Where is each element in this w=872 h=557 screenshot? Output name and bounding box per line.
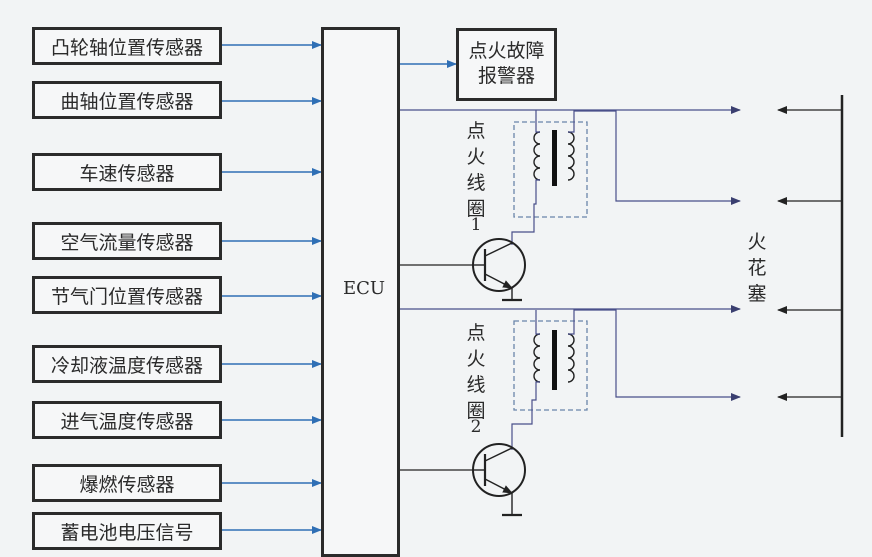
sensor-battery-voltage: 蓄电池电压信号: [32, 512, 222, 550]
sensor-label: 凸轮轴位置传感器: [50, 36, 203, 59]
alarm-label-line2: 报警器: [477, 65, 535, 87]
coil-1-label: 点火线圈: [466, 120, 486, 220]
sensor-label: 冷却液温度传感器: [50, 354, 203, 377]
sensor-coolant-temperature: 冷却液温度传感器: [32, 345, 222, 383]
sensor-camshaft-position: 凸轮轴位置传感器: [32, 27, 222, 65]
transistor-control-lines: [400, 264, 474, 471]
sensor-label: 爆燃传感器: [79, 473, 175, 496]
sensor-label: 车速传感器: [79, 162, 175, 185]
sensor-air-flow: 空气流量传感器: [32, 222, 222, 260]
sensor-label: 节气门位置传感器: [50, 285, 203, 308]
sensor-signal-arrows: [221, 41, 322, 534]
coil-2-number: 2: [470, 417, 482, 437]
ignition-coil-2: [511, 309, 741, 450]
coil-1-number: 1: [470, 215, 482, 235]
transistor-1: [472, 238, 526, 302]
sensor-crankshaft-position: 曲轴位置传感器: [32, 81, 222, 119]
sensor-throttle-position: 节气门位置传感器: [32, 276, 222, 314]
sensor-intake-air-temperature: 进气温度传感器: [32, 401, 222, 439]
ecu-label: ECU: [343, 278, 386, 299]
ignition-coil-1: [511, 110, 741, 245]
sensor-label: 曲轴位置传感器: [60, 90, 194, 113]
sensor-knock: 爆燃传感器: [32, 464, 222, 502]
sensor-label: 进气温度传感器: [60, 410, 194, 433]
wiring-diagram: [221, 41, 844, 534]
ecu-high-voltage-lines: [400, 106, 741, 313]
ecu-block: [321, 27, 400, 557]
ignition-fault-alarm: 点火故障 报警器: [456, 28, 557, 101]
coil-2-label: 点火线圈: [466, 322, 486, 422]
alarm-label-line1: 点火故障: [468, 40, 545, 62]
spark-plug-rail: [777, 95, 844, 437]
spark-plug-label: 火花塞: [747, 231, 767, 305]
sensor-label: 空气流量传感器: [60, 231, 194, 254]
sensor-label: 蓄电池电压信号: [60, 521, 194, 544]
sensor-vehicle-speed: 车速传感器: [32, 153, 222, 191]
transistor-2: [472, 443, 526, 517]
